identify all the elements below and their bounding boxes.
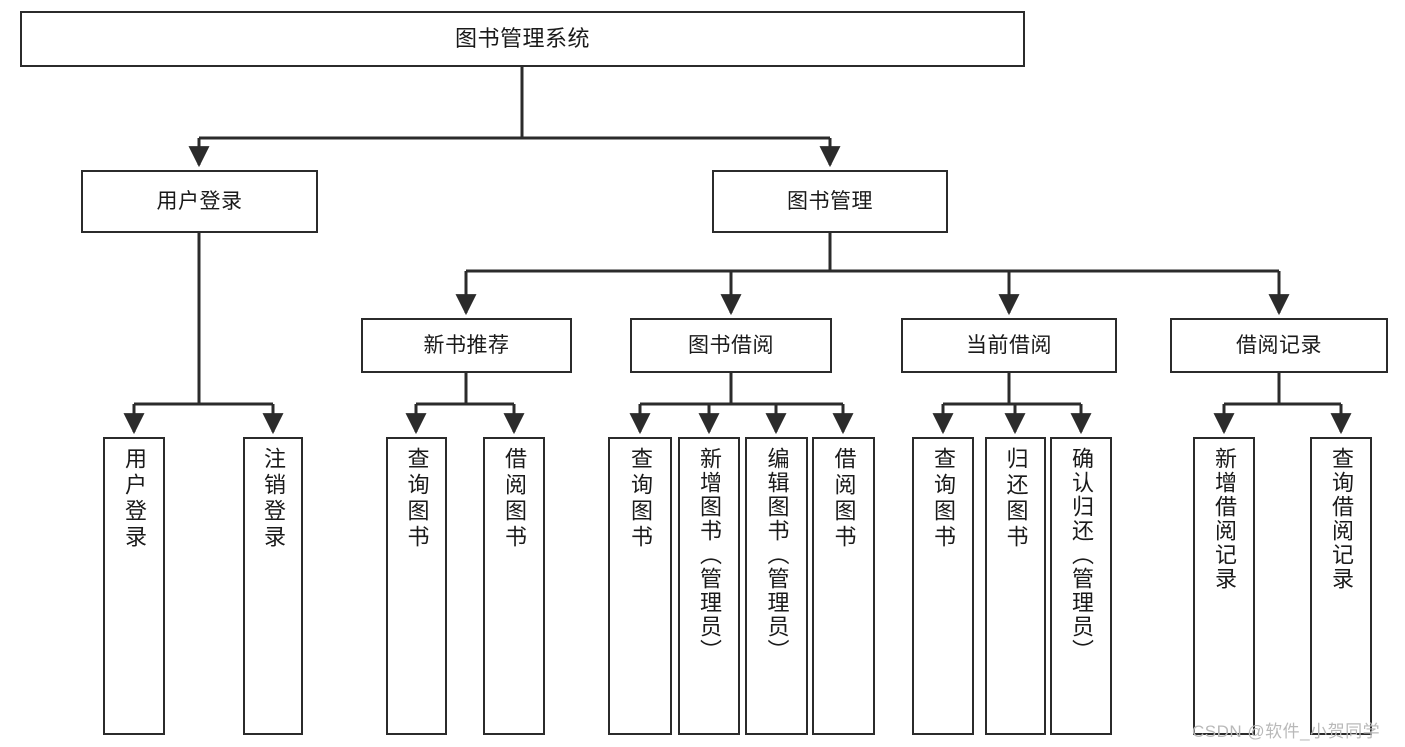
node-leaf-add-record[interactable]: 新增借阅记录 xyxy=(1193,437,1255,735)
node-leaf-return-book[interactable]: 归还图书 xyxy=(985,437,1046,735)
node-leaf-borrow-book-1[interactable]: 借阅图书 xyxy=(483,437,545,735)
node-leaf-query-book-1-label: 查询图书 xyxy=(404,447,430,551)
node-book-manage-label: 图书管理 xyxy=(787,189,873,213)
node-user-login[interactable]: 用户登录 xyxy=(81,170,318,233)
node-leaf-borrow-book-2[interactable]: 借阅图书 xyxy=(812,437,875,735)
node-leaf-add-book-label: 新增图书（管理员） xyxy=(696,447,722,663)
node-leaf-query-record[interactable]: 查询借阅记录 xyxy=(1310,437,1372,735)
node-leaf-edit-book[interactable]: 编辑图书（管理员） xyxy=(745,437,808,735)
node-leaf-user-logout-label: 注销登录 xyxy=(260,447,286,551)
node-leaf-edit-book-label: 编辑图书（管理员） xyxy=(764,447,790,663)
node-leaf-user-login[interactable]: 用户登录 xyxy=(103,437,165,735)
node-leaf-query-book-2-label: 查询图书 xyxy=(627,447,653,551)
node-current-borrow[interactable]: 当前借阅 xyxy=(901,318,1117,373)
node-book-borrow[interactable]: 图书借阅 xyxy=(630,318,832,373)
node-leaf-query-book-3-label: 查询图书 xyxy=(930,447,956,551)
node-borrow-record-label: 借阅记录 xyxy=(1236,333,1322,357)
node-new-book-rec[interactable]: 新书推荐 xyxy=(361,318,572,373)
node-leaf-query-book-2[interactable]: 查询图书 xyxy=(608,437,672,735)
node-borrow-record[interactable]: 借阅记录 xyxy=(1170,318,1388,373)
node-root[interactable]: 图书管理系统 xyxy=(20,11,1025,67)
node-new-book-rec-label: 新书推荐 xyxy=(423,333,510,357)
node-leaf-user-logout[interactable]: 注销登录 xyxy=(243,437,303,735)
node-leaf-query-book-3[interactable]: 查询图书 xyxy=(912,437,974,735)
node-root-label: 图书管理系统 xyxy=(454,25,590,51)
node-leaf-borrow-book-1-label: 借阅图书 xyxy=(501,447,527,551)
node-book-borrow-label: 图书借阅 xyxy=(688,333,774,357)
node-current-borrow-label: 当前借阅 xyxy=(966,333,1052,357)
node-leaf-query-record-label: 查询借阅记录 xyxy=(1328,447,1354,591)
node-leaf-query-book-1[interactable]: 查询图书 xyxy=(386,437,447,735)
node-leaf-return-book-label: 归还图书 xyxy=(1003,447,1029,551)
node-leaf-confirm-return[interactable]: 确认归还（管理员） xyxy=(1050,437,1112,735)
csdn-watermark: CSDN @软件_小贺同学 xyxy=(1192,722,1381,741)
node-leaf-borrow-book-2-label: 借阅图书 xyxy=(831,447,857,551)
node-user-login-label: 用户登录 xyxy=(156,189,243,213)
node-leaf-user-login-label: 用户登录 xyxy=(121,447,147,551)
node-leaf-confirm-return-label: 确认归还（管理员） xyxy=(1068,447,1094,663)
node-leaf-add-book[interactable]: 新增图书（管理员） xyxy=(678,437,740,735)
node-book-manage[interactable]: 图书管理 xyxy=(712,170,948,233)
node-leaf-add-record-label: 新增借阅记录 xyxy=(1211,447,1237,591)
